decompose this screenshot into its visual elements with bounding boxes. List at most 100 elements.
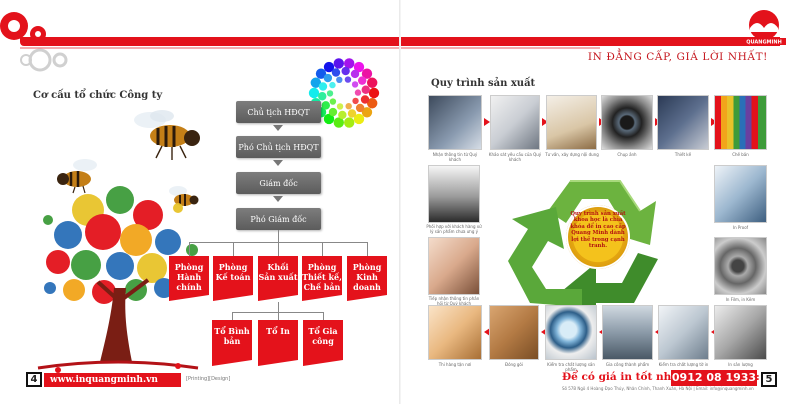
step-caption: Chế bản bbox=[732, 152, 749, 157]
website-link[interactable]: www.inquangminh.vn bbox=[44, 373, 181, 387]
step-caption: Kiểm tra chất lượng sản phẩm bbox=[547, 362, 595, 372]
photo-proof bbox=[714, 165, 767, 223]
connector bbox=[189, 242, 190, 256]
step-caption: In sản lượng bbox=[728, 362, 753, 367]
footer-tags: [Printing][Design] bbox=[186, 376, 231, 382]
color-dot bbox=[318, 92, 327, 101]
color-dot bbox=[353, 113, 365, 125]
photo-prepress bbox=[714, 95, 767, 150]
color-dot bbox=[357, 76, 367, 85]
photo-survey bbox=[490, 95, 540, 150]
photo-delivery bbox=[428, 305, 482, 360]
hotline-number[interactable]: 0912 08 1933 bbox=[671, 370, 757, 386]
color-dot bbox=[336, 103, 344, 110]
color-dot bbox=[366, 98, 378, 109]
dept-sales: Phòng Kinh doanh bbox=[347, 256, 387, 301]
unit-finishing: Tổ Gia công bbox=[303, 320, 343, 366]
page-number-left: 4 bbox=[26, 372, 42, 387]
photo-sheet-check bbox=[658, 305, 709, 360]
color-dot bbox=[344, 58, 355, 69]
connector bbox=[323, 312, 324, 320]
connector bbox=[367, 242, 368, 256]
org-arrow bbox=[273, 196, 283, 202]
step-caption: Gia công thành phẩm bbox=[605, 362, 650, 367]
process-title: Quy trình sản xuất bbox=[431, 78, 536, 89]
top-red-underline bbox=[20, 47, 600, 49]
connector bbox=[322, 242, 323, 256]
step-caption: Phối hợp với khách hàng xử lý sản phẩm c… bbox=[426, 224, 482, 234]
photo-cooperation bbox=[428, 165, 480, 223]
dept-production: Khối Sản xuất bbox=[258, 256, 298, 301]
connector bbox=[278, 302, 279, 312]
color-dot bbox=[341, 66, 350, 76]
center-badge bbox=[566, 205, 630, 269]
color-dot bbox=[347, 109, 357, 118]
unit-imposition: Tổ Bình bản bbox=[212, 320, 252, 366]
color-dot bbox=[328, 107, 338, 117]
org-title: Cơ cấu tổ chức Công ty bbox=[33, 90, 163, 101]
org-arrow bbox=[273, 160, 283, 166]
step-caption: Nhận thông tin từ Quý khách bbox=[432, 152, 478, 162]
photo-film-plate bbox=[714, 237, 767, 295]
color-dot bbox=[354, 89, 362, 96]
page-number-right: 5 bbox=[761, 372, 777, 387]
color-dot bbox=[344, 117, 355, 128]
color-dot bbox=[345, 102, 352, 110]
company-address: Số 57B Ngõ 4 Hoàng Đạo Thúy, Nhân Chính,… bbox=[562, 386, 754, 391]
bee-icon bbox=[134, 110, 200, 160]
color-dot bbox=[351, 81, 359, 88]
step-caption: In Film, in Kẽm bbox=[725, 297, 756, 302]
photo-design bbox=[657, 95, 709, 150]
bee-icon bbox=[57, 159, 97, 194]
color-dot bbox=[333, 117, 344, 128]
center-text: Quy trình sản xuất khoa học là chìa khóa… bbox=[570, 211, 626, 250]
slogan: IN ĐẲNG CẤP, GIÁ LỜI NHẤT! bbox=[587, 51, 768, 63]
step-caption: Đóng gói bbox=[505, 362, 523, 367]
color-wheel-icon bbox=[308, 58, 380, 128]
color-dot bbox=[326, 90, 334, 97]
color-dot bbox=[321, 101, 331, 110]
step-caption: Tư vấn, xây dựng nội dung bbox=[545, 152, 599, 157]
org-director: Giám đốc bbox=[236, 172, 321, 194]
unit-printing: Tổ In bbox=[258, 320, 298, 366]
color-dot bbox=[366, 77, 378, 88]
color-dot bbox=[329, 98, 337, 105]
color-dot bbox=[360, 95, 370, 104]
photo-finishing bbox=[602, 305, 653, 360]
color-dot bbox=[344, 76, 352, 83]
step-caption: Kiểm tra chất lượng tờ in bbox=[658, 362, 709, 367]
connector bbox=[232, 312, 233, 320]
bee-icon bbox=[169, 186, 199, 206]
color-dot bbox=[350, 69, 360, 79]
color-dot bbox=[315, 68, 327, 79]
color-dot bbox=[353, 61, 365, 73]
logo-text: QUANGMINH bbox=[746, 40, 782, 46]
color-dot bbox=[323, 73, 333, 83]
color-dot bbox=[308, 87, 320, 99]
connector bbox=[278, 230, 279, 242]
color-dot bbox=[333, 58, 344, 69]
step-caption: Thiết kế bbox=[674, 152, 692, 157]
color-dot bbox=[310, 77, 322, 88]
step-arrow-icon bbox=[484, 118, 490, 126]
page-fold bbox=[399, 0, 401, 404]
connector bbox=[278, 242, 279, 256]
org-arrow bbox=[273, 125, 283, 131]
photo-packing bbox=[489, 305, 539, 360]
quangminh-logo-icon: QUANGMINH bbox=[742, 10, 786, 46]
photo-mass-printing bbox=[714, 305, 767, 360]
color-dot bbox=[329, 81, 336, 89]
color-dot bbox=[336, 76, 343, 84]
color-dot bbox=[331, 68, 341, 77]
step-caption: In Proof bbox=[732, 225, 749, 230]
org-vice-chairman: Phó Chủ tịch HĐQT bbox=[236, 136, 321, 158]
color-dot bbox=[355, 103, 365, 113]
connector bbox=[232, 312, 323, 313]
color-dot bbox=[323, 61, 335, 73]
photo-camera bbox=[601, 95, 653, 150]
color-dot bbox=[318, 82, 328, 91]
color-dot bbox=[323, 113, 335, 125]
connector bbox=[233, 242, 234, 256]
connector bbox=[278, 312, 279, 320]
